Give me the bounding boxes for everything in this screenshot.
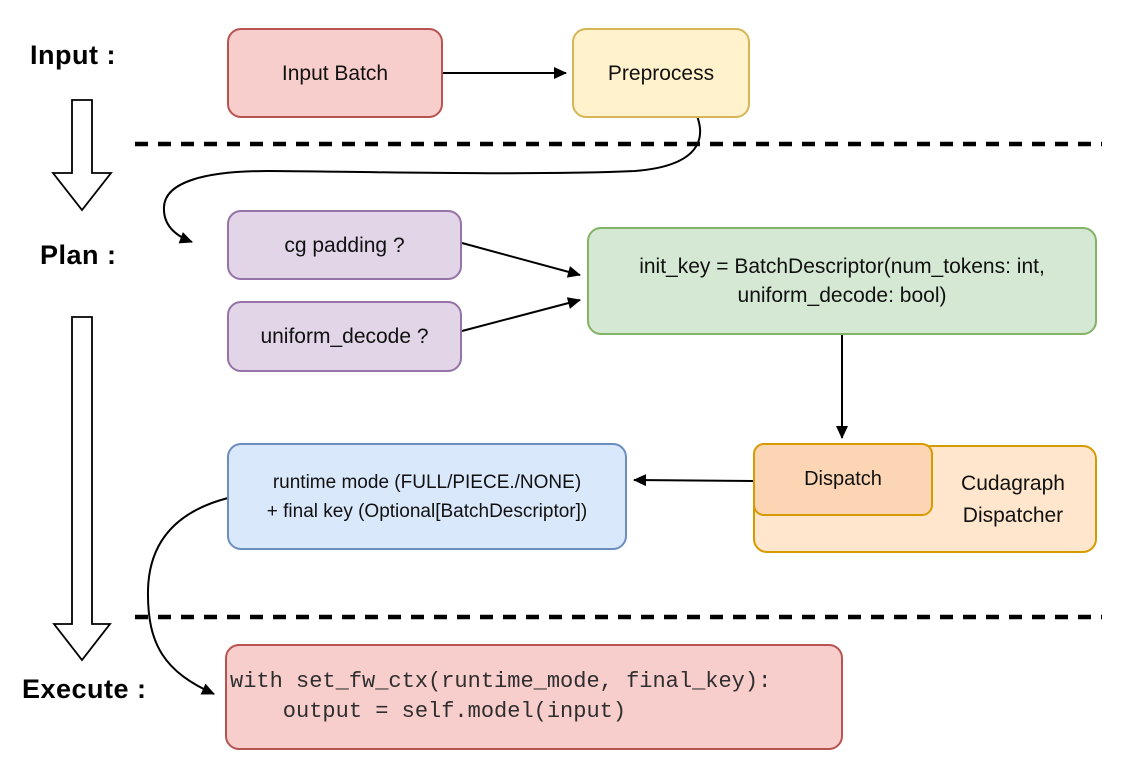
dispatch-label: Dispatch (804, 468, 882, 490)
stage-label-input: Input : (30, 40, 116, 70)
execute-code-line1: with set_fw_ctx(runtime_mode, final_key)… (230, 669, 772, 694)
cudagraph-dispatcher-line1: Cudagraph (961, 472, 1065, 495)
uniform-decode-node: uniform_decode ? (227, 301, 462, 372)
cg-padding-label: cg padding ? (284, 233, 405, 257)
runtime-mode-line2: + final key (Optional[BatchDescriptor]) (266, 500, 588, 522)
runtime-mode-node: runtime mode (FULL/PIECE./NONE) + final … (227, 443, 627, 550)
stage-arrow-plan-to-execute (52, 316, 112, 662)
stage-label-plan: Plan : (40, 240, 117, 270)
stage-label-execute: Execute : (22, 674, 147, 704)
runtime-mode-line1: runtime mode (FULL/PIECE./NONE) (272, 471, 582, 493)
input-batch-label: Input Batch (281, 61, 389, 85)
preprocess-label: Preprocess (607, 61, 715, 85)
init-key-node: init_key = BatchDescriptor(num_tokens: i… (587, 227, 1097, 335)
cudagraph-dispatcher-label: Cudagraph Dispatcher (933, 468, 1093, 532)
execute-code-node: with set_fw_ctx(runtime_mode, final_key)… (225, 644, 843, 750)
stage-arrow-input-to-plan (51, 99, 113, 212)
input-batch-node: Input Batch (227, 28, 443, 118)
arrow-runtimemode-to-code (146, 497, 229, 695)
init-key-line1: init_key = BatchDescriptor(num_tokens: i… (639, 255, 1045, 278)
init-key-line2: uniform_decode: bool) (737, 284, 947, 307)
cudagraph-dispatcher-line2: Dispatcher (962, 504, 1064, 527)
dispatch-node: Dispatch (753, 443, 933, 516)
uniform-decode-label: uniform_decode ? (260, 325, 429, 348)
arrow-dispatch-to-runtimemode (633, 474, 754, 487)
cg-padding-node: cg padding ? (227, 210, 462, 280)
arrow-uniformdecode-to-initkey (461, 297, 581, 332)
preprocess-node: Preprocess (572, 28, 750, 118)
execute-code-line2: output = self.model(input) (230, 699, 627, 724)
arrow-cgpadding-to-initkey (461, 242, 581, 278)
